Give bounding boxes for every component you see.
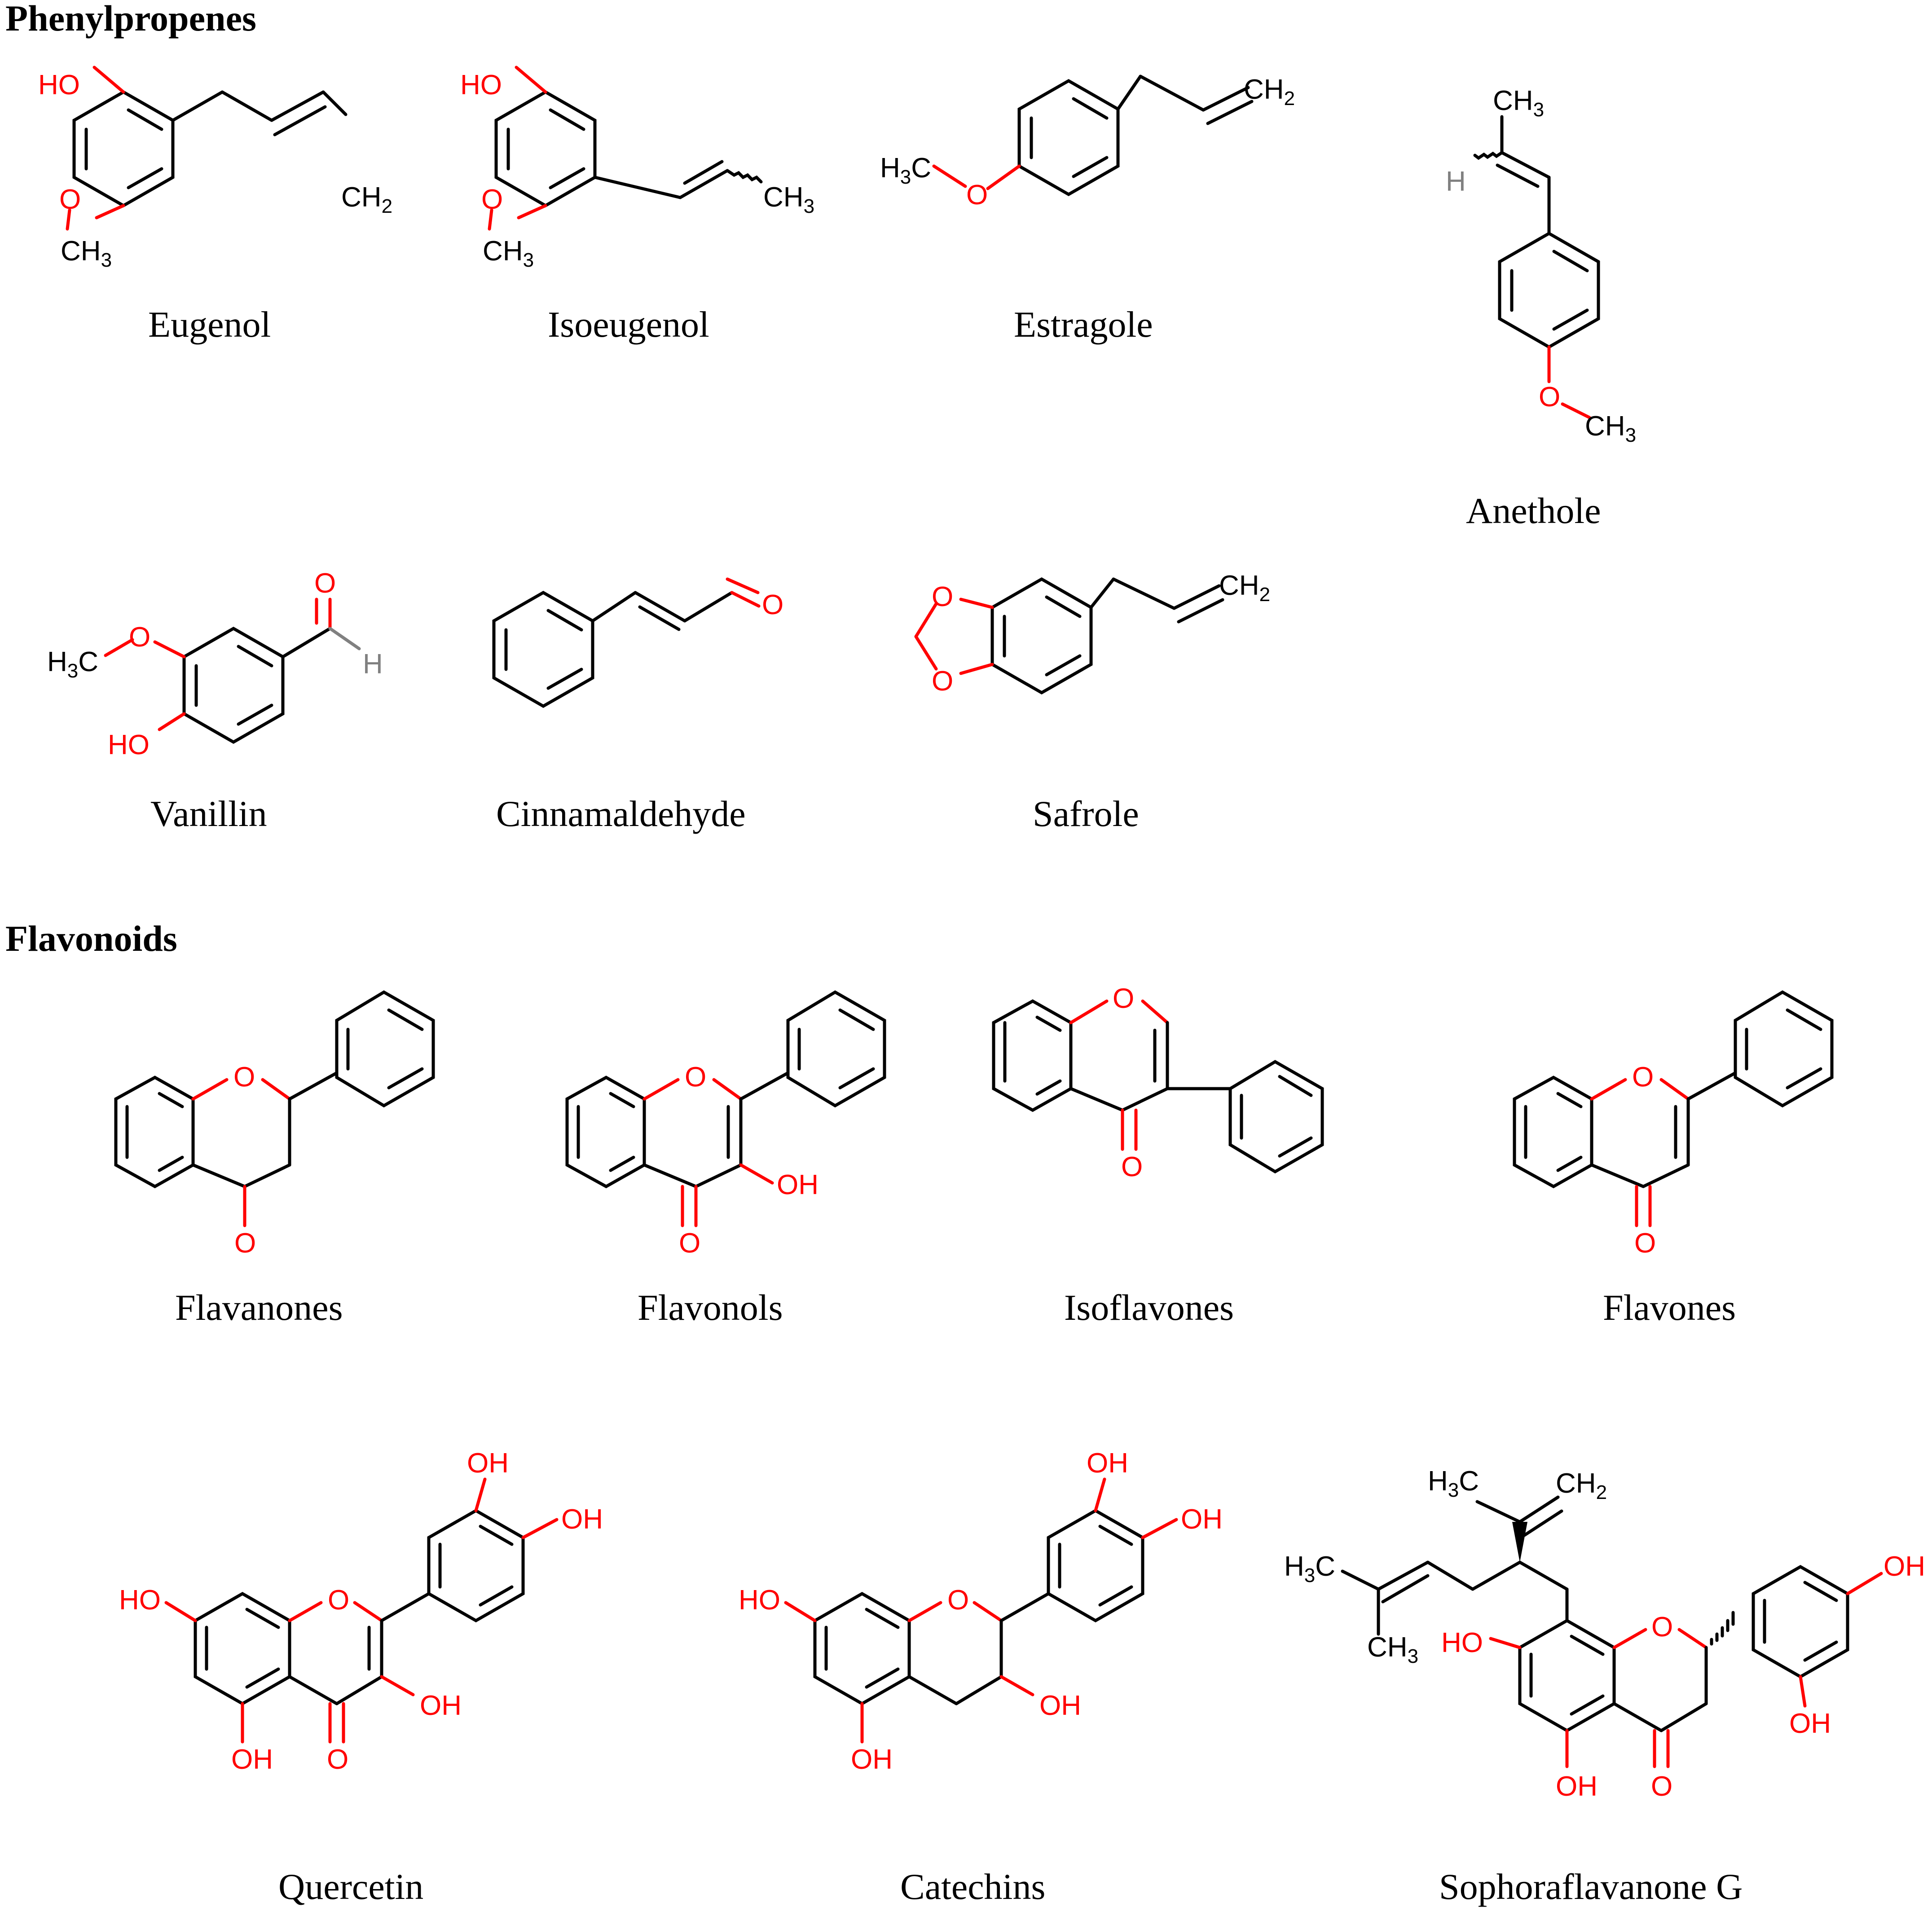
molecule-sophoraflavanone-g: H3C CH2 H3C CH3 HO O OH OH OH O Sophoraf… (1284, 1466, 1925, 1907)
molecule-flavones: O O Flavones (1513, 990, 1834, 1328)
atom-label: O (685, 1062, 706, 1093)
atom-label: O (679, 1228, 700, 1259)
atom-label: OH (231, 1744, 273, 1775)
molecule-name: Vanillin (150, 793, 267, 834)
atom-label: O (932, 581, 953, 612)
atom-label: CH3 (483, 236, 534, 271)
molecule-anethole: CH3 H O CH3 Anethole (1446, 85, 1636, 531)
atom-label: O (129, 622, 150, 653)
atom-label: O (59, 184, 81, 215)
atom-label: HO (119, 1585, 161, 1616)
atom-label: CH3 (1493, 85, 1544, 121)
molecule-name: Safrole (1033, 793, 1139, 834)
molecule-vanillin: H3C O O H HO Vanillin (47, 568, 383, 834)
section-title-flavonoids: Flavonoids (5, 918, 177, 959)
atom-label: HO (108, 729, 150, 760)
molecule-name: Quercetin (278, 1866, 423, 1907)
atom-label: O (1113, 983, 1134, 1014)
atom-label: CH2 (1219, 570, 1270, 606)
molecule-name: Catechins (900, 1866, 1045, 1907)
atom-label: H3C (1284, 1551, 1335, 1586)
atom-label: OH (777, 1169, 819, 1200)
atom-label: O (481, 184, 503, 215)
atom-label: O (314, 568, 336, 599)
atom-label: O (947, 1585, 969, 1616)
atom-label: CH3 (1585, 411, 1636, 446)
atom-label: OH (1181, 1504, 1223, 1535)
atom-label: H3C (47, 646, 98, 682)
atom-label: OH (1884, 1551, 1925, 1582)
atom-label: O (762, 589, 783, 620)
molecule-name: Sophoraflavanone G (1439, 1866, 1743, 1907)
molecule-isoeugenol: HO O CH3 CH3 Isoeugenol (460, 66, 814, 345)
molecule-name: Isoeugenol (548, 304, 709, 345)
atom-label: H3C (1428, 1466, 1479, 1501)
molecule-name: Flavanones (175, 1287, 343, 1328)
atom-label: O (327, 1744, 348, 1775)
atom-label: O (233, 1062, 255, 1093)
atom-label: O (1634, 1228, 1656, 1259)
molecule-cinnamaldehyde: O Cinnamaldehyde (492, 577, 783, 834)
atom-label: HO (739, 1585, 780, 1616)
molecule-name: Anethole (1466, 490, 1601, 531)
atom-label: OH (1789, 1708, 1831, 1739)
atom-label: OH (561, 1504, 603, 1535)
molecule-safrole: O O CH2 Safrole (914, 570, 1270, 834)
atom-label: HO (38, 70, 80, 101)
molecule-name: Eugenol (148, 304, 271, 345)
atom-label: OH (1039, 1690, 1081, 1721)
molecule-name: Isoflavones (1064, 1287, 1234, 1328)
atom-label: OH (851, 1744, 893, 1775)
molecule-isoflavones: O O Isoflavones (992, 983, 1324, 1328)
atom-label: CH2 (1556, 1468, 1607, 1503)
atom-label: O (234, 1228, 256, 1259)
molecule-name: Cinnamaldehyde (496, 793, 746, 834)
atom-label: OH (467, 1448, 509, 1479)
atom-label: CH3 (61, 236, 112, 271)
section-title-phenylpropenes: Phenylpropenes (5, 0, 256, 39)
atom-label: H3C (880, 153, 931, 188)
atom-label: H (363, 649, 383, 680)
atom-label: H (1446, 166, 1466, 197)
molecule-flavanones: O O Flavanones (114, 990, 435, 1328)
atom-label: CH2 (1244, 74, 1295, 110)
molecule-quercetin: OH OH HO O OH OH O Quercetin (119, 1448, 603, 1907)
molecule-eugenol: HO O CH3 CH2 Eugenol (38, 66, 392, 345)
atom-label: OH (1087, 1448, 1128, 1479)
molecule-catechins: OH OH HO O OH OH Catechins (739, 1448, 1223, 1907)
atom-label: HO (460, 70, 502, 101)
atom-label: CH2 (341, 182, 392, 217)
atom-label: CH3 (763, 182, 814, 217)
atom-label: O (1651, 1612, 1673, 1643)
molecule-name: Estragole (1014, 304, 1153, 345)
atom-label: O (328, 1585, 349, 1616)
atom-label: O (1651, 1771, 1672, 1802)
atom-label: OH (1556, 1771, 1598, 1802)
molecule-name: Flavones (1603, 1287, 1736, 1328)
atom-label: O (1121, 1151, 1143, 1182)
atom-label: CH3 (1367, 1632, 1418, 1667)
molecule-name: Flavonols (638, 1287, 783, 1328)
atom-label: HO (1441, 1627, 1483, 1658)
molecule-estragole: H3C O CH2 Estragole (880, 74, 1295, 345)
atom-label: O (932, 666, 953, 697)
atom-label: O (1632, 1062, 1654, 1093)
atom-label: OH (420, 1690, 462, 1721)
molecule-flavonols: O OH O Flavonols (565, 990, 886, 1328)
atom-label: O (1539, 382, 1560, 413)
atom-label: O (966, 180, 988, 211)
